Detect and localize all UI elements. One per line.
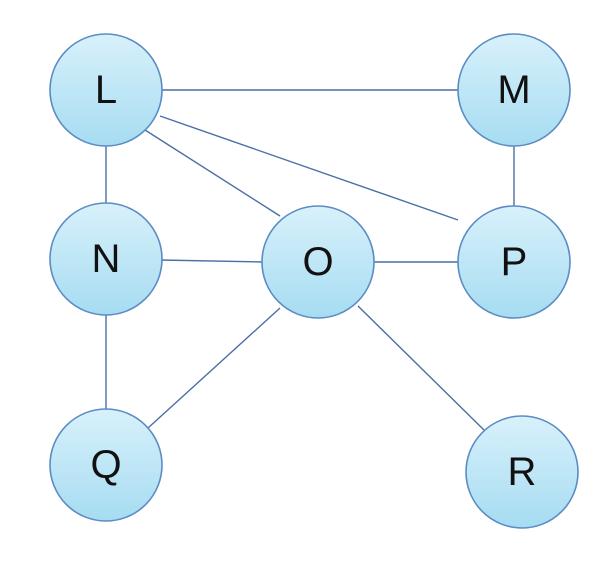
node-layer: L M N O P Q R: [49, 33, 579, 529]
node-N: N: [49, 202, 163, 316]
node-circle: [49, 408, 163, 522]
node-label: P: [501, 240, 528, 284]
node-circle: [49, 33, 163, 147]
node-Q: Q: [49, 408, 163, 522]
node-circle: [457, 205, 571, 319]
node-label: O: [302, 240, 333, 284]
edge-O-Q: [147, 307, 281, 429]
node-L: L: [49, 33, 163, 147]
edge-L-P: [159, 115, 459, 221]
node-label: R: [508, 450, 537, 494]
edge-layer: [105, 89, 515, 431]
node-label: L: [95, 68, 117, 112]
node-P: P: [457, 205, 571, 319]
node-M: M: [457, 33, 571, 147]
node-circle: [457, 33, 571, 147]
edge-L-O: [144, 129, 281, 217]
node-O: O: [261, 205, 375, 319]
node-label: Q: [90, 443, 121, 487]
node-circle: [49, 202, 163, 316]
edge-O-R: [357, 305, 485, 431]
node-label: M: [497, 68, 530, 112]
node-label: N: [92, 237, 121, 281]
node-R: R: [465, 415, 579, 529]
edge-N-O: [159, 259, 264, 263]
node-circle: [465, 415, 579, 529]
node-circle: [261, 205, 375, 319]
